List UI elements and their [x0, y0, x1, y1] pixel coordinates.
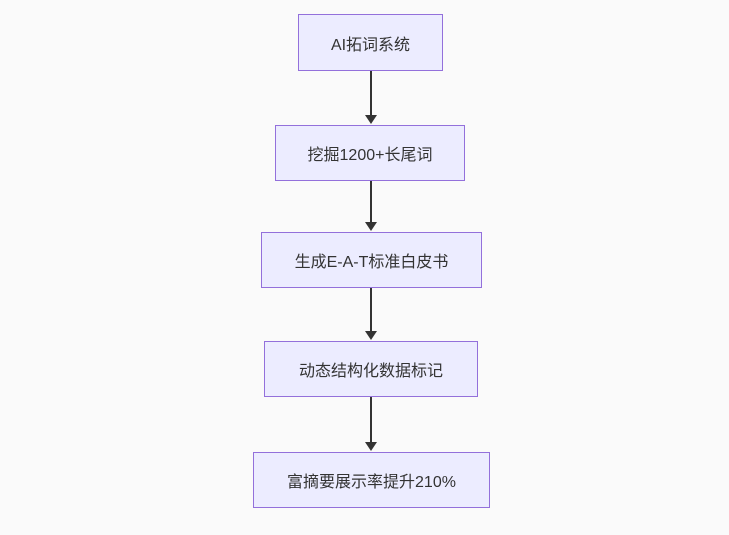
arrowhead-down-icon	[365, 331, 377, 340]
flowchart-node-5: 富摘要展示率提升210%	[253, 452, 490, 508]
arrow-line	[370, 71, 372, 115]
flowchart-node-1-label: AI拓词系统	[330, 36, 411, 54]
arrow-line	[370, 181, 372, 222]
flowchart-node-3-label: 生成E-A-T标准白皮书	[294, 254, 449, 271]
flowchart-node-2: 挖掘1200+长尾词	[275, 125, 465, 181]
flowchart-node-1: AI拓词系统	[298, 14, 443, 71]
arrowhead-down-icon	[365, 222, 377, 231]
flowchart-node-2-label: 挖掘1200+长尾词	[307, 147, 433, 164]
flow-arrow-1	[365, 71, 377, 124]
flowchart-node-3: 生成E-A-T标准白皮书	[261, 232, 482, 288]
arrow-line	[370, 397, 372, 442]
flow-arrow-2	[365, 181, 377, 231]
arrowhead-down-icon	[365, 115, 377, 124]
arrowhead-down-icon	[365, 442, 377, 451]
flowchart-node-4: 动态结构化数据标记	[264, 341, 478, 397]
flow-arrow-3	[365, 288, 377, 340]
arrow-line	[370, 288, 372, 331]
flow-arrow-4	[365, 397, 377, 451]
flowchart-node-4-label: 动态结构化数据标记	[298, 363, 443, 380]
flowchart-node-5-label: 富摘要展示率提升210%	[287, 474, 456, 491]
